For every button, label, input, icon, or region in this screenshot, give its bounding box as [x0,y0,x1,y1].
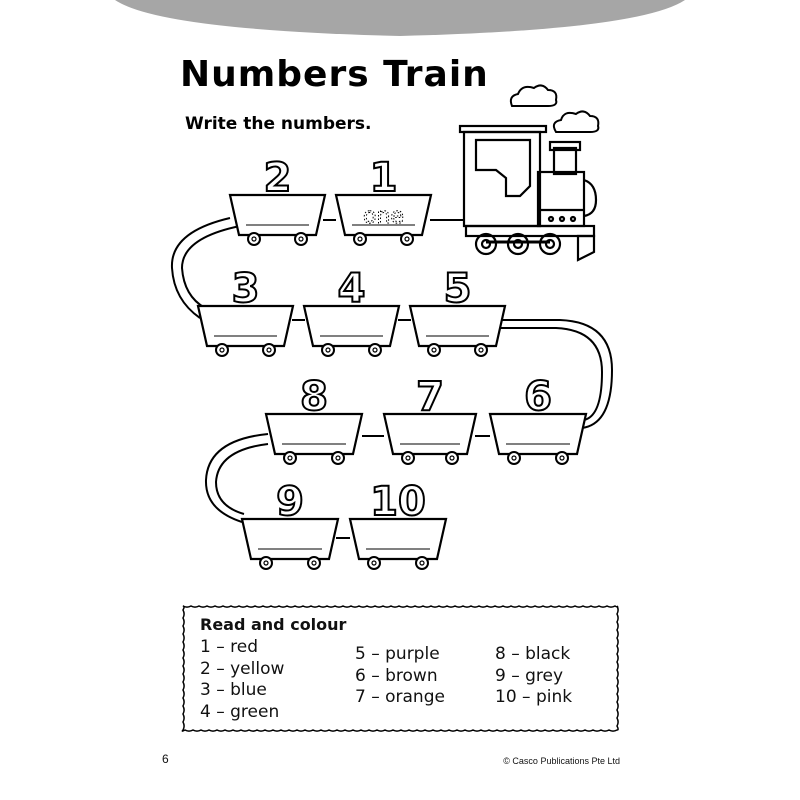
track-3b [214,443,269,515]
track-2 [500,319,614,429]
track-3 [204,433,269,523]
wagon: 6 [488,373,588,465]
wagon: 10 [348,478,448,570]
track-1 [170,217,231,319]
header-band [115,0,685,36]
train-illustration: 2 1 one 3 4 5 8 7 6 9 10 [170,84,614,570]
colour-key-item: 3 – blue [200,680,267,700]
wagon-number: 10 [370,479,426,525]
colour-key-title: Read and colour [200,615,347,634]
cloud-icons [509,84,600,133]
wagon-number: 1 [370,155,398,201]
wagon-number: 9 [276,479,304,525]
wagon: 5 [408,265,507,357]
wagon-number: 2 [264,155,292,201]
copyright-notice: © Casco Publications Pte Ltd [503,756,620,766]
wagon: 8 [264,373,364,465]
colour-key-column-3: 8 – black 9 – grey 10 – pink [495,644,572,709]
colour-key-column-1: 1 – red 2 – yellow 3 – blue 4 – green [200,637,284,723]
wagon: 1 one [334,154,433,246]
page-title: Numbers Train [180,54,489,95]
wagon-number: 7 [416,374,444,420]
colour-key-item: 10 – pink [495,687,573,707]
example-word: one [363,204,404,229]
wagon-number: 5 [444,266,472,312]
wagon: 9 [240,478,340,570]
colour-key-item: 1 – red [200,637,258,657]
instruction-text: Write the numbers. [185,114,372,134]
colour-key-item: 5 – purple [355,644,440,664]
wagon-number: 6 [524,374,552,420]
colour-key-column-2: 5 – purple 6 – brown 7 – orange [355,644,445,709]
track-2b [500,327,604,421]
track-1b [180,225,241,309]
wagon-number: 8 [300,374,328,420]
wavy-border [181,605,619,732]
colour-key-item: 8 – black [495,644,571,664]
wagon: 4 [302,265,401,357]
wagons: 2 1 one 3 4 5 8 7 6 9 10 [196,154,588,570]
wagon: 2 [228,154,327,246]
page-number: 6 [162,752,169,766]
colour-key-item: 4 – green [200,701,280,722]
colour-key-item: 6 – brown [355,665,438,686]
colour-key-item: 9 – grey [495,665,564,686]
wagon-number: 3 [232,266,260,312]
colour-key-item: 2 – yellow [200,658,285,679]
locomotive [458,124,598,262]
wagon: 7 [382,373,478,465]
colour-key-item: 7 – orange [355,687,445,707]
read-and-colour-box: Read and colour 1 – red 2 – yellow 3 – b… [180,603,620,733]
wagon: 3 [196,265,295,357]
wagon-number: 4 [338,266,366,312]
